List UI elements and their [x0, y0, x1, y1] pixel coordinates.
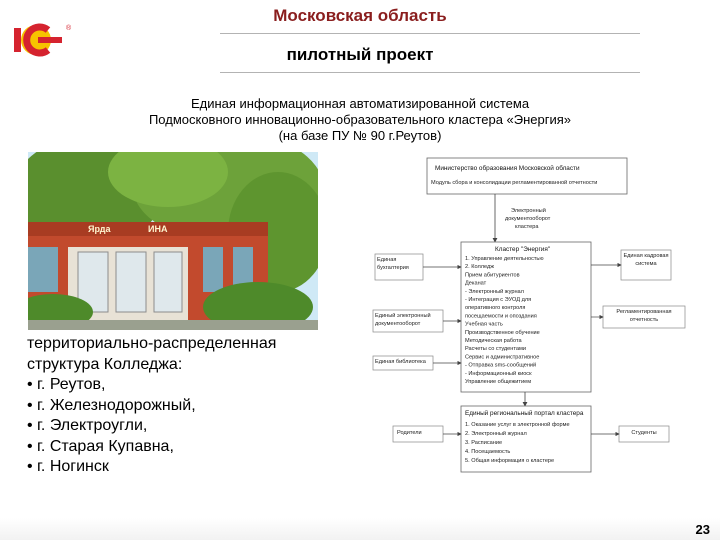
ministry-box — [426, 157, 628, 195]
cluster-item: Прием абитуриентов — [465, 272, 520, 278]
library-box-label: Единая библиотека — [375, 359, 426, 365]
cluster-item: Методическая работа — [465, 338, 523, 344]
header-divider — [220, 72, 640, 73]
structure-heading: территориально-распределенная — [27, 335, 277, 352]
accounting-box-label: Единая бухгалтерия — [377, 257, 409, 271]
right-box — [620, 249, 672, 281]
subtitle-line: Единая информационная автоматизированной… — [190, 96, 530, 111]
parents-box-label: Родители — [397, 430, 422, 436]
portal-item: 2. Электронный журнал — [465, 430, 527, 437]
portal-item: 4. Посещаемость — [465, 449, 510, 455]
project-title: пилотный проект — [286, 45, 434, 64]
cluster-item: - Электронный журнал — [465, 288, 524, 295]
cluster-item: Управление общежитием — [465, 379, 531, 385]
college-building-photo: Ярда ИНА — [28, 152, 318, 330]
cluster-item: - Отправка sms-сообщений — [465, 362, 536, 369]
cluster-item: Производственное обучение — [465, 330, 540, 336]
region-title: Московская область — [273, 6, 447, 25]
portal-item: 1. Оказание услуг в электронной форме — [465, 421, 570, 428]
cluster-title: Кластер "Энергия" — [495, 246, 550, 253]
building-sign: ИНА — [148, 224, 168, 234]
city-item: • г. Старая Купавна, — [27, 437, 174, 455]
cluster-item: Учебная часть — [465, 322, 503, 328]
cluster-item: посещаемости и опоздания — [465, 313, 537, 319]
college-structure: территориально-распределенная структура … — [27, 334, 276, 478]
system-architecture-diagram: Министерство образования Московской обла… — [365, 150, 710, 480]
cluster-item: - Информационный киоск — [465, 370, 532, 377]
city-item: • г. Ногинск — [27, 458, 109, 475]
city-item: • г. Железнодорожный, — [27, 396, 196, 414]
page-number: 23 — [695, 522, 710, 537]
reporting-box-label: Регламентированная отчетность — [616, 309, 672, 323]
portal-title: Единый региональный портал кластера — [465, 409, 584, 417]
edoc-label: кластера — [515, 224, 539, 230]
edoc-label: документооборот — [505, 216, 551, 222]
city-item: • г. Реутов, — [27, 376, 106, 393]
subtitle-line: Подмосковного инновационно-образовательн… — [148, 112, 572, 127]
edoc-label: Электронный — [511, 207, 546, 214]
cluster-item: оперативного контроля — [465, 305, 525, 311]
cluster-item: 2. Колледж — [465, 264, 494, 270]
cluster-item: Сервис и административное — [465, 354, 539, 360]
portal-item: 5. Общая информация о кластере — [465, 458, 554, 464]
students-box-label: Студенты — [631, 430, 657, 436]
ministry-subtitle: Модуль сбора и консолидации регламентиро… — [431, 179, 597, 186]
cluster-box — [460, 241, 592, 393]
svg-text:®: ® — [66, 24, 72, 32]
footer-bar — [0, 518, 720, 540]
left-box — [374, 253, 424, 281]
city-item: • г. Электроугли, — [27, 417, 148, 434]
building-sign: Ярда — [88, 224, 111, 234]
cluster-item: Деканат — [465, 281, 487, 287]
system-subtitle: Единая информационная автоматизированной… — [80, 96, 640, 144]
portal-box — [460, 405, 592, 473]
portal-item: 3. Расписание — [465, 440, 502, 446]
edoc-box-label: Единый электронный документооборот — [375, 313, 431, 327]
hr-box-label: Единая кадровая система — [623, 253, 669, 267]
structure-heading: структура Колледжа: — [27, 355, 183, 373]
header-divider — [220, 33, 640, 34]
cluster-item: - Интеграция с ЭУОД для — [465, 297, 531, 303]
cluster-item: Расчеты со студентами — [465, 346, 526, 352]
subtitle-line: (на базе ПУ № 90 г.Реутов) — [278, 128, 442, 143]
1c-logo: ® — [8, 20, 72, 60]
cluster-item: 1. Управление деятельностью — [465, 256, 544, 262]
ministry-title: Министерство образования Московской обла… — [435, 164, 580, 172]
